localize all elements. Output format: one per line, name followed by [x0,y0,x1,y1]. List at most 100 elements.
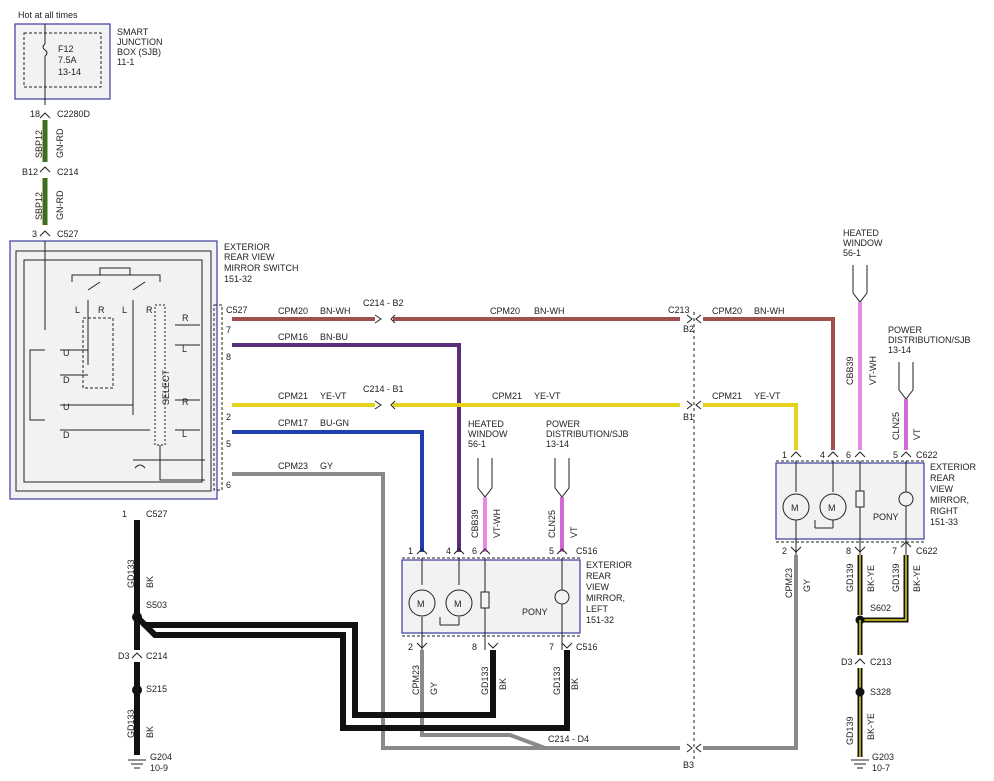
switch-title-3: MIRROR SWITCH [224,263,299,273]
fuse-name: F12 [58,44,74,54]
lm-cpm23: CPM23 [411,665,421,695]
lamp-icon [554,589,570,605]
rm-pin-1: 1 [782,450,787,460]
svg-text:L: L [75,305,80,315]
svg-text:L: L [182,429,187,439]
rm-heated-1: HEATED [843,228,879,238]
cpm20-circuit-3: CPM20 [712,306,742,316]
sw-gnd-conn: C527 [146,509,168,519]
rm-conn-top: C622 [916,450,938,460]
cpm21-color-3: YE-VT [754,391,781,401]
rm-title-3: VIEW [930,484,954,494]
lm-power-2: DISTRIBUTION/SJB [546,429,629,439]
feed-conn-bot: C527 [57,229,79,239]
rm-title-1: EXTERIOR [930,462,977,472]
gd133-branch-b [134,614,570,731]
feed-conn-mid: C214 [57,167,79,177]
cpm20-color-3: BN-WH [754,306,785,316]
rm-pony: PONY [873,512,899,522]
switch-pin-5: 5 [226,439,231,449]
heated-window-right-arrow [852,265,868,303]
lm-title-5: LEFT [586,604,609,614]
lm-title-6: 151-32 [586,615,614,625]
lm-bpin-2: 2 [408,642,413,652]
rm-vtwh: VT-WH [868,356,878,385]
rm-bkyeb: BK-YE [912,565,922,592]
g204-label: G204 [150,752,172,762]
s215-label: S215 [146,684,167,694]
svg-text:D: D [63,430,70,440]
lm-gd133b: GD133 [552,666,562,695]
rm-bkyec: BK-YE [866,713,876,740]
lm-pin-6: 6 [472,546,477,556]
svg-text:M: M [828,503,836,513]
inline-d4: C214 - D4 [548,734,589,744]
svg-text:R: R [98,305,105,315]
g203-label: G203 [872,752,894,762]
rm-heated-3: 56-1 [843,248,861,258]
rm-gy: GY [802,579,812,592]
switch-title-1: EXTERIOR [224,242,271,252]
feed-conn-top: C2280D [57,109,91,119]
s503-label: S503 [146,600,167,610]
fuse-rating: 7.5A [58,55,77,65]
bk-label-a: BK [145,576,155,588]
lm-title-4: MIRROR, [586,593,625,603]
rm-title-4: MIRROR, [930,495,969,505]
cpm17-circuit: CPM17 [278,418,308,428]
switch-title-2: REAR VIEW [224,252,275,262]
motor-icon [819,493,847,521]
switch-connector [213,304,223,491]
rm-cpm23: CPM23 [784,568,794,598]
svg-text:M: M [791,503,799,513]
bk-label-b: BK [145,726,155,738]
rm-power-1: POWER [888,325,923,335]
cpm21-color: YE-VT [320,391,347,401]
gd133-label-a: GD133 [126,559,136,588]
cpm23-circuit: CPM23 [278,461,308,471]
switch-pin-7: 7 [226,325,231,335]
cpm21-circuit: CPM21 [278,391,308,401]
sjb-title-2: JUNCTION [117,37,163,47]
cpm20-wire [232,317,835,450]
inline-b1: C214 - B1 [363,384,404,394]
switch-internals [29,267,205,481]
cpm20-circuit: CPM20 [278,306,308,316]
lm-heated-1: HEATED [468,419,504,429]
svg-text:D: D [63,375,70,385]
svg-text:R: R [182,397,189,407]
lm-pin-5: 5 [549,546,554,556]
svg-text:R: R [182,313,189,323]
rm-cbb39: CBB39 [845,356,855,385]
svg-text:R: R [146,305,153,315]
lm-cbb39: CBB39 [470,509,480,538]
rm-title-5: RIGHT [930,506,959,516]
rm-d3: D3 [841,657,853,667]
rm-gd139a: GD139 [845,563,855,592]
lm-vtwh: VT-WH [492,509,502,538]
feed-pin-mid: B12 [22,167,38,177]
rm-cln25: CLN25 [891,412,901,440]
g203-ref: 10-7 [872,763,890,773]
hot-note: Hot at all times [18,10,78,20]
lm-vt: VT [569,526,579,538]
rm-power-3: 13-14 [888,345,911,355]
cpm17-color: BU-GN [320,418,349,428]
lm-cln25: CLN25 [547,510,557,538]
lm-bpin-8: 8 [472,642,477,652]
lm-gy: GY [429,682,439,695]
switch-conn: C527 [226,305,248,315]
lm-heated-3: 56-1 [468,439,486,449]
cpm23-color: GY [320,461,333,471]
sjb-title-4: 11-1 [117,57,134,67]
sjb-title-1: SMART [117,27,149,37]
svg-text:M: M [454,599,462,609]
lm-heated-2: WINDOW [468,429,508,439]
rm-pin-6: 6 [846,450,851,460]
s602-label: S602 [870,603,891,613]
lm-bpin-7: 7 [549,642,554,652]
lm-gd133a: GD133 [480,666,490,695]
sjb-title-3: BOX (SJB) [117,47,161,57]
heater-icon [480,591,490,609]
